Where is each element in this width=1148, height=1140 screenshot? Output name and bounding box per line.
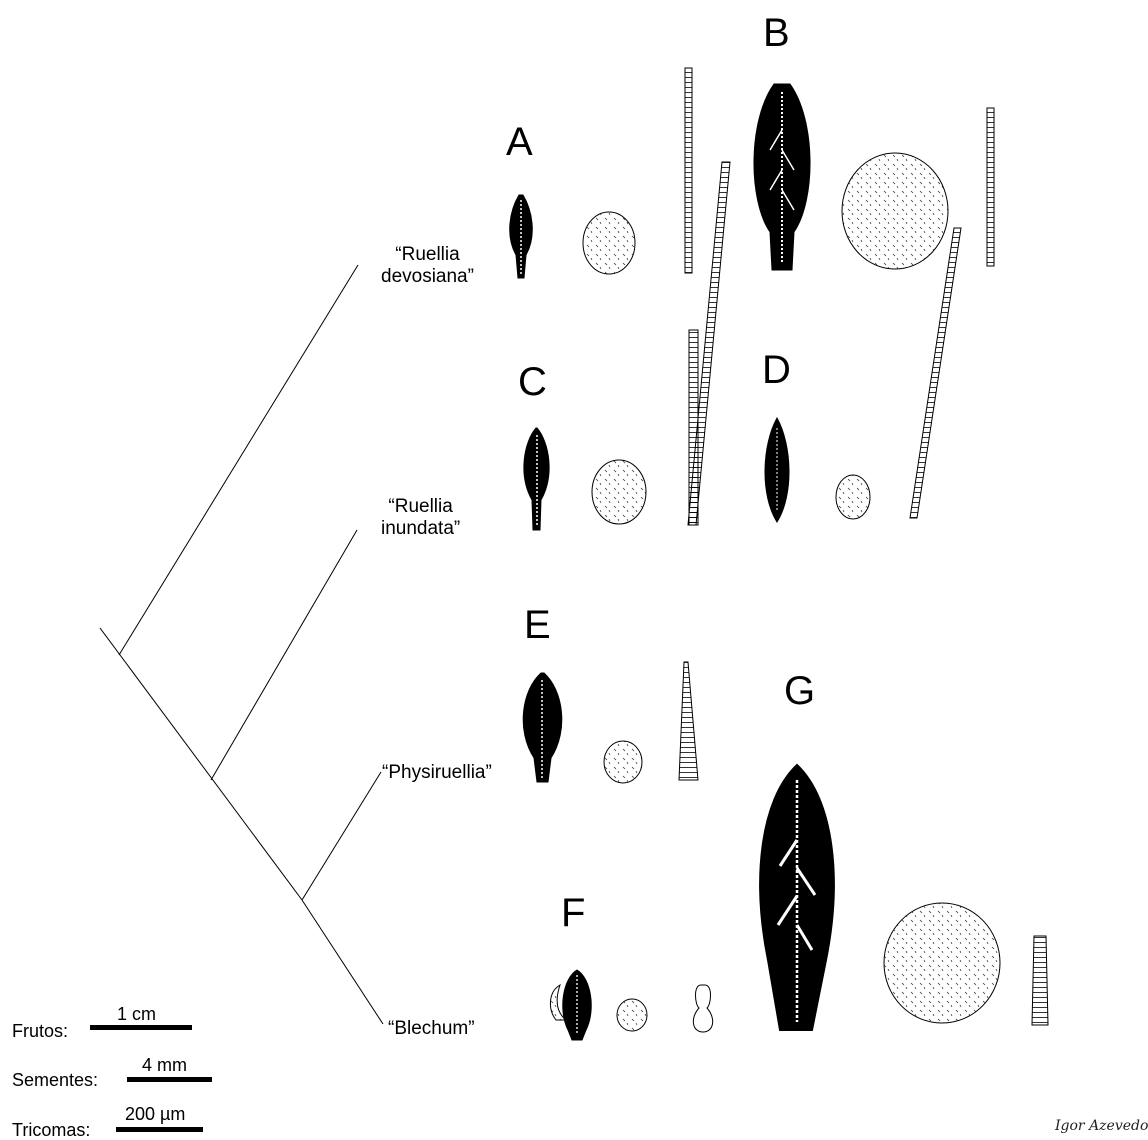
- panel-label-g: G: [784, 671, 815, 711]
- scale-label-frutos: Frutos:: [12, 1021, 68, 1041]
- panel-label-e: E: [524, 605, 551, 645]
- trichome-c: [689, 330, 698, 525]
- panel-d-drawings: [765, 418, 870, 522]
- scale-bar-sementes: [127, 1077, 212, 1082]
- seed-e: [604, 741, 642, 783]
- trichome-a1: [685, 68, 692, 273]
- taxon-label-ruellia-devosiana: “Ruellia devosiana”: [381, 244, 474, 288]
- cladogram: [100, 265, 383, 1024]
- artist-signature: Igor Azevedo: [1055, 1118, 1148, 1134]
- seed-a: [583, 212, 635, 274]
- branch-blechum: [302, 900, 383, 1024]
- taxon-label-blechum: “Blechum”: [388, 1018, 475, 1040]
- taxon-line: inundata”: [381, 518, 460, 540]
- scale-label-tricomas: Tricomas:: [12, 1120, 90, 1140]
- scale-label-sementes: Sementes:: [12, 1070, 98, 1090]
- branch-physiruellia: [302, 772, 381, 900]
- scale-value-tricomas: 200 µm: [125, 1104, 185, 1124]
- seed-g: [884, 903, 1000, 1023]
- panel-label-c: C: [518, 362, 547, 402]
- scale-value-sementes: 4 mm: [142, 1055, 187, 1075]
- taxon-line: devosiana”: [381, 266, 474, 288]
- taxon-label-ruellia-inundata: “Ruellia inundata”: [381, 496, 460, 540]
- panel-e-drawings: [523, 662, 698, 783]
- branch-ruellia-devosiana: [119, 265, 358, 655]
- seed-c: [592, 460, 646, 524]
- scale-value-frutos: 1 cm: [117, 1004, 156, 1024]
- trichome-g: [1032, 936, 1048, 1025]
- seed-f: [617, 999, 647, 1031]
- panel-label-f: F: [561, 893, 585, 933]
- taxon-line: “Ruellia: [381, 496, 460, 518]
- panel-f-drawings: [550, 970, 712, 1040]
- panel-c-drawings: [524, 330, 698, 530]
- clade-root-branch: [100, 628, 302, 900]
- trichome-e: [679, 662, 698, 780]
- branch-ruellia-inundata: [211, 530, 357, 780]
- taxon-line: “Ruellia: [381, 244, 474, 266]
- panel-g-drawings: [760, 765, 1048, 1030]
- panel-label-b: B: [763, 13, 790, 53]
- seed-d: [836, 475, 870, 519]
- panel-label-a: A: [506, 122, 533, 162]
- scale-bar-tricomas: [116, 1127, 203, 1132]
- taxon-label-physiruellia: “Physiruellia”: [382, 762, 492, 784]
- panel-b-drawings: [754, 84, 994, 518]
- trichome-b1: [987, 108, 994, 266]
- seed-b: [842, 153, 948, 269]
- trichome-b2: [910, 228, 961, 518]
- scale-bar-frutos: [90, 1025, 192, 1030]
- panel-label-d: D: [762, 350, 791, 390]
- trichome-f: [693, 985, 712, 1032]
